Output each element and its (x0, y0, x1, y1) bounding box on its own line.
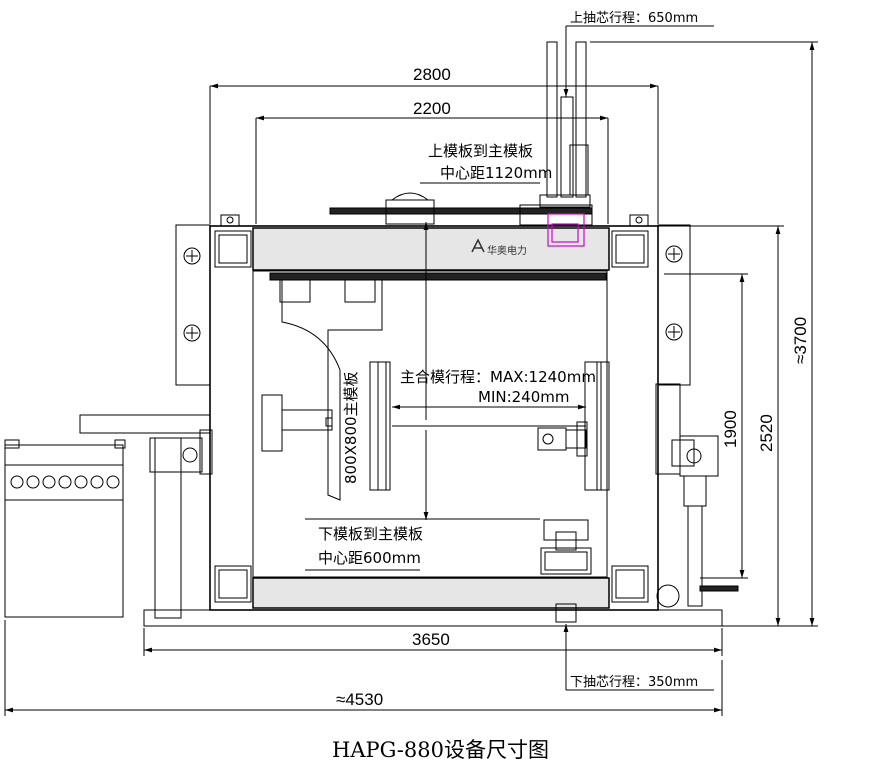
upper-clamp (385, 199, 435, 225)
machine-base (143, 609, 723, 627)
right-wheel (656, 584, 680, 608)
top-beam (252, 227, 610, 271)
indicator-lights (10, 475, 120, 489)
dim-inner-height: 1900 (721, 410, 740, 448)
logo-text: 华奥电力 (487, 244, 527, 257)
lower-core-stroke-label: 下抽芯行程：350mm (570, 675, 698, 690)
right-side-plate (657, 224, 691, 386)
right-cylinder-head (679, 435, 719, 477)
main-stroke-min: MIN:240mm (478, 388, 570, 406)
left-arm (79, 414, 211, 434)
bottom-beam (252, 577, 610, 609)
upper-center-line1: 上模板到主模板 (428, 142, 533, 160)
upper-core-stroke-label: 上抽芯行程：650mm (570, 11, 698, 26)
dim-bottom-width: 3650 (412, 630, 450, 649)
top-rail (269, 272, 607, 281)
dim-frame-height: 2520 (757, 414, 776, 452)
main-stroke-max: 主合模行程：MAX:1240mm (400, 368, 596, 386)
main-plate-label: 800X800主模板 (342, 371, 360, 484)
figure-caption: HAPG-880设备尺寸图 (332, 738, 549, 762)
left-side-plate (175, 224, 211, 386)
lower-mold (540, 547, 592, 575)
left-column (154, 437, 182, 619)
upper-rail (329, 207, 593, 215)
dim-top-inner: 2200 (413, 99, 451, 118)
lower-center-line1: 下模板到主模板 (318, 525, 423, 543)
logo-mark (471, 238, 485, 253)
dim-top-outer: 2800 (413, 65, 451, 84)
main-mold-plate (281, 279, 383, 501)
machine-drawing: 华奥电力 (4, 41, 739, 627)
dim-total-height: ≈3700 (791, 317, 810, 364)
lower-center-line2: 中心距600mm (318, 549, 421, 567)
dim-total-width: ≈4530 (336, 690, 383, 709)
inner-window (252, 270, 608, 578)
control-cabinet (4, 444, 124, 618)
core-pull-highlight (547, 213, 585, 247)
dimension-lines: 2800 2200 上抽芯行程：650mm 上模板到主模板 中心距1120mm … (4, 11, 818, 716)
upper-center-line2: 中心距1120mm (440, 164, 552, 182)
